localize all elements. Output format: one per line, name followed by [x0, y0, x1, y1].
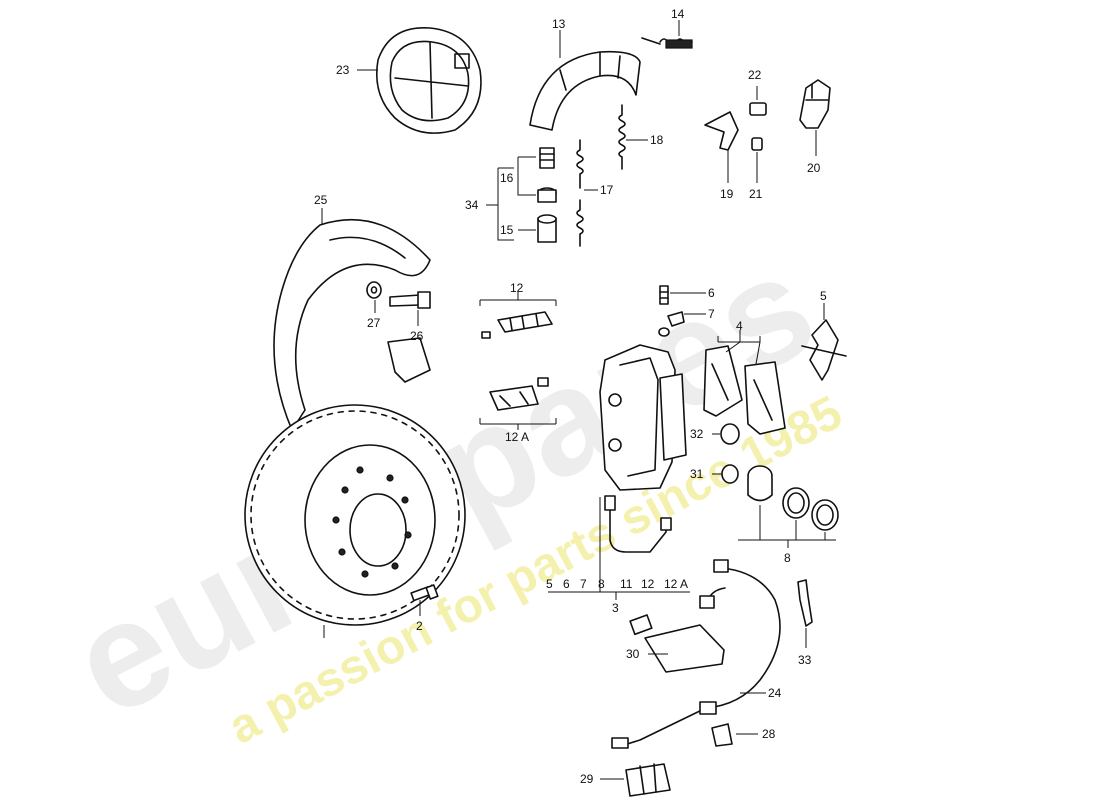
callout-30: 30 [626, 647, 640, 661]
kit3-item: 12 A [664, 577, 688, 591]
callout-20: 20 [807, 161, 821, 175]
callout-16: 16 [500, 171, 514, 185]
part-14-adjuster-spring [641, 37, 693, 49]
part-32-shim [720, 423, 740, 445]
callout-14: 14 [671, 7, 685, 21]
part-6-bleed-screw [659, 285, 669, 305]
part-4-brake-pads [703, 345, 786, 435]
callout-12a: 12 A [505, 430, 529, 444]
callout-18: 18 [650, 133, 664, 147]
kit3-item: 11 [620, 577, 633, 591]
part-31-shim [721, 464, 739, 484]
callout-21: 21 [749, 187, 763, 201]
callout-29: 29 [580, 772, 594, 786]
callout-15: 15 [500, 223, 514, 237]
part-caliper [599, 344, 687, 491]
part-19-adjuster-lever [704, 111, 739, 151]
callout-23: 23 [336, 63, 350, 77]
part-29-protective-sleeve [625, 763, 671, 797]
callout-31: 31 [690, 467, 704, 481]
callout-4: 4 [736, 319, 743, 333]
kit3-item: 6 [563, 577, 570, 591]
callout-34: 34 [465, 198, 479, 212]
part-22-sleeve [749, 102, 767, 116]
callout-6: 6 [708, 286, 715, 300]
kit3-item: 7 [580, 577, 587, 591]
part-15-spring-cap [537, 214, 557, 243]
kit3-item: 8 [598, 577, 605, 591]
part-23-backing-plate [375, 27, 482, 134]
part-13-brake-shoe [529, 50, 641, 131]
part-26-bolt [389, 291, 431, 309]
callout-17: 17 [600, 183, 614, 197]
callout-27: 27 [367, 316, 381, 330]
part-12-clip-kit [481, 311, 553, 339]
part-17-return-springs [576, 139, 584, 247]
callout-19: 19 [720, 187, 734, 201]
part-12a-clip-kit [489, 377, 549, 411]
part-25-backing-plate [273, 218, 431, 431]
part-11-brake-hose [604, 495, 672, 553]
part-28-grommet [711, 723, 733, 747]
callout-22: 22 [748, 68, 762, 82]
callout-5: 5 [820, 289, 827, 303]
part-8-piston-seal-kit [747, 465, 839, 531]
callout-24: 24 [768, 686, 782, 700]
callout-13: 13 [552, 17, 566, 31]
callout-26: 26 [410, 329, 424, 343]
callout-25: 25 [314, 193, 328, 207]
kit-3-contents: 5 6 7 8 11 12 12 A [546, 577, 688, 591]
part-18-spring [618, 104, 626, 170]
callout-7: 7 [708, 307, 715, 321]
part-7-dust-cap [658, 311, 685, 337]
callout-28: 28 [762, 727, 776, 741]
callout-32: 32 [690, 427, 704, 441]
part-21-pin [751, 137, 763, 151]
kit3-item: 12 [641, 577, 655, 591]
part-20-bracket [799, 79, 831, 129]
callout-8: 8 [784, 551, 791, 565]
part-16-hold-down-pin [537, 147, 557, 203]
part-2-disc-screw [410, 584, 439, 602]
part-30-paste-tube [629, 614, 725, 673]
part-33-sensor-clip [797, 579, 813, 627]
callout-3: 3 [612, 601, 619, 615]
part-27-washer [366, 281, 382, 299]
callout-33: 33 [798, 653, 812, 667]
callout-2: 2 [416, 619, 423, 633]
part-brake-disc [244, 404, 466, 626]
kit3-item: 5 [546, 577, 553, 591]
part-24-wear-sensor [611, 559, 781, 749]
callout-12: 12 [510, 281, 524, 295]
part-5-anti-rattle-spring [801, 319, 847, 381]
